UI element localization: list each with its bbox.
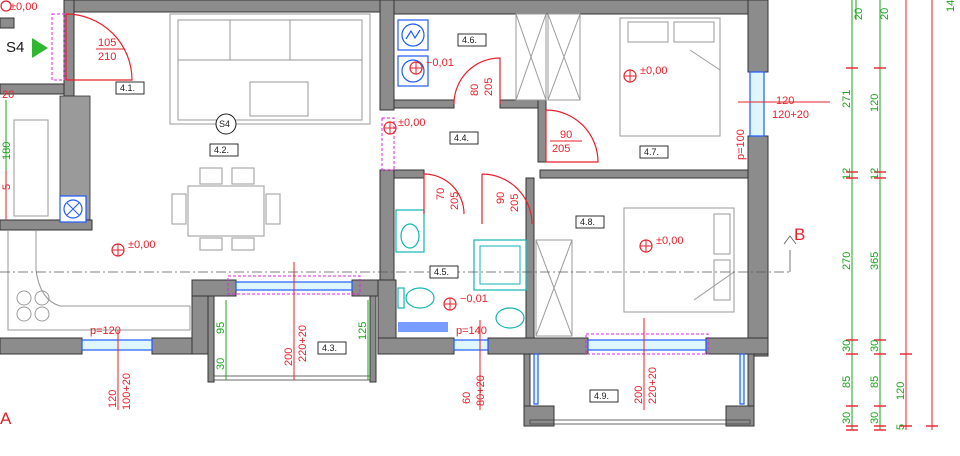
- win-right-w: 120: [776, 95, 794, 107]
- level-marker-icon: [383, 121, 397, 135]
- dim-right-85: 85: [841, 376, 853, 388]
- walls: [0, 0, 769, 427]
- win-right-h: 120+20: [772, 109, 809, 121]
- stair-label-s4: S4: [6, 39, 24, 56]
- dim-right2-365: 365: [869, 252, 881, 270]
- level-marker-icon: [639, 239, 653, 253]
- door-dimensions: 105 210 80 205 90 205 70 205 90 205: [96, 37, 582, 212]
- win-living-sill: p=120: [90, 325, 121, 337]
- level-marker-icon: [443, 297, 457, 311]
- section-mark-b: B: [794, 225, 805, 244]
- win-balcony-b-h: 220+20: [647, 367, 659, 404]
- dim-right3-5: 5: [895, 424, 907, 430]
- dim-left-5: 5: [1, 184, 13, 190]
- dimension-lines: [5, 0, 938, 431]
- level-marker-icon: [623, 69, 637, 83]
- dim-right2-30b: 30: [869, 412, 881, 424]
- win-living-w: 120: [107, 390, 119, 408]
- doors: [65, 13, 599, 225]
- door-utility-h: 205: [483, 78, 495, 96]
- stair-markers: S4 S4: [6, 38, 237, 135]
- door-entry-h: 210: [98, 51, 116, 63]
- level-texts: ±0,00 ±0,00 ±0,00 ±0,00 ±0,00 −0,01 −0,0…: [10, 1, 683, 305]
- room-label-4-6: 4.6.: [462, 35, 477, 45]
- room-label-4-1: 4.1.: [120, 83, 135, 93]
- level-hall: ±0,00: [398, 117, 425, 129]
- door-bath-w: 70: [435, 188, 447, 200]
- win-bath-w: 60: [461, 392, 473, 404]
- furniture: [0, 13, 797, 337]
- win-living-h: 100+20: [121, 373, 133, 410]
- dim-top-right-20a: 20: [853, 8, 865, 20]
- win-right-sill: p=100: [735, 129, 747, 160]
- level-living: ±0,00: [128, 239, 155, 251]
- dim-top-right-20b: 20: [879, 8, 891, 20]
- dim-right2-120: 120: [869, 94, 881, 112]
- dim-corner-20: 20: [2, 89, 14, 101]
- window-dimensions: 120 120+20 p=100 p=120 120 100+20 200 22…: [90, 95, 809, 410]
- dim-right-270: 270: [841, 252, 853, 270]
- win-bath-h: 80+20: [475, 375, 487, 406]
- section-mark-a: A: [0, 409, 12, 428]
- room-label-4-8: 4.8.: [580, 217, 595, 227]
- level-bed-top: ±0,00: [640, 65, 667, 77]
- door-utility-w: 80: [469, 84, 481, 96]
- door-bed-top-w: 90: [560, 129, 572, 141]
- win-balcony-b-w: 200: [633, 386, 645, 404]
- door-entry-w: 105: [98, 37, 116, 49]
- door-bed-top-h: 205: [552, 143, 570, 155]
- dim-left-180: 180: [1, 142, 13, 160]
- dim-right2-85: 85: [869, 376, 881, 388]
- room-label-4-9: 4.9.: [594, 391, 609, 401]
- win-balcony-a-h: 220+20: [297, 325, 309, 362]
- play-arrow-icon: [32, 38, 48, 58]
- green-dimensions: 95 30 125 180 5 271 12 270 30 85 30 120 …: [1, 0, 957, 430]
- level-marker-icon: [0, 0, 12, 12]
- room-label-4-3: 4.3.: [322, 343, 337, 353]
- door-bed-mid-h: 205: [509, 194, 521, 212]
- dim-right3-120: 120: [895, 382, 907, 400]
- door-bed-mid-w: 90: [495, 192, 507, 204]
- room-label-4-7: 4.7.: [644, 147, 659, 157]
- dim-right-271: 271: [841, 90, 853, 108]
- stair-circle-icon: [215, 113, 237, 135]
- dim-right-12: 12: [841, 168, 853, 180]
- level-markers: [0, 0, 653, 311]
- level-marker-icon: [409, 61, 423, 75]
- stair-circle-label: S4: [219, 119, 230, 129]
- dim-balcony-95: 95: [215, 322, 227, 334]
- dim-right2-12: 12: [869, 168, 881, 180]
- level-utility: −0,01: [426, 57, 454, 69]
- level-bed-mid: ±0,00: [656, 235, 683, 247]
- dim-balcony-30: 30: [215, 358, 227, 370]
- level-bath: −0,01: [460, 293, 488, 305]
- win-balcony-a-w: 200: [283, 348, 295, 366]
- dim-top-right-14: 14: [945, 0, 957, 12]
- level-top-left: ±0,00: [10, 1, 37, 13]
- room-labels: 4.1. 4.2. 4.3. 4.4. 4.5. 4.6. 4.7. 4.8. …: [115, 33, 669, 403]
- door-bath-h: 205: [449, 192, 461, 210]
- dim-right-30a: 30: [841, 340, 853, 352]
- win-bath-sill: p=140: [456, 325, 487, 337]
- room-label-4-5: 4.5.: [434, 267, 449, 277]
- dim-balcony-125: 125: [357, 322, 369, 340]
- level-marker-icon: [111, 243, 125, 257]
- room-label-4-4: 4.4.: [454, 133, 469, 143]
- dim-right-30b: 30: [841, 412, 853, 424]
- room-label-4-2: 4.2.: [214, 145, 229, 155]
- dim-right2-30a: 30: [869, 340, 881, 352]
